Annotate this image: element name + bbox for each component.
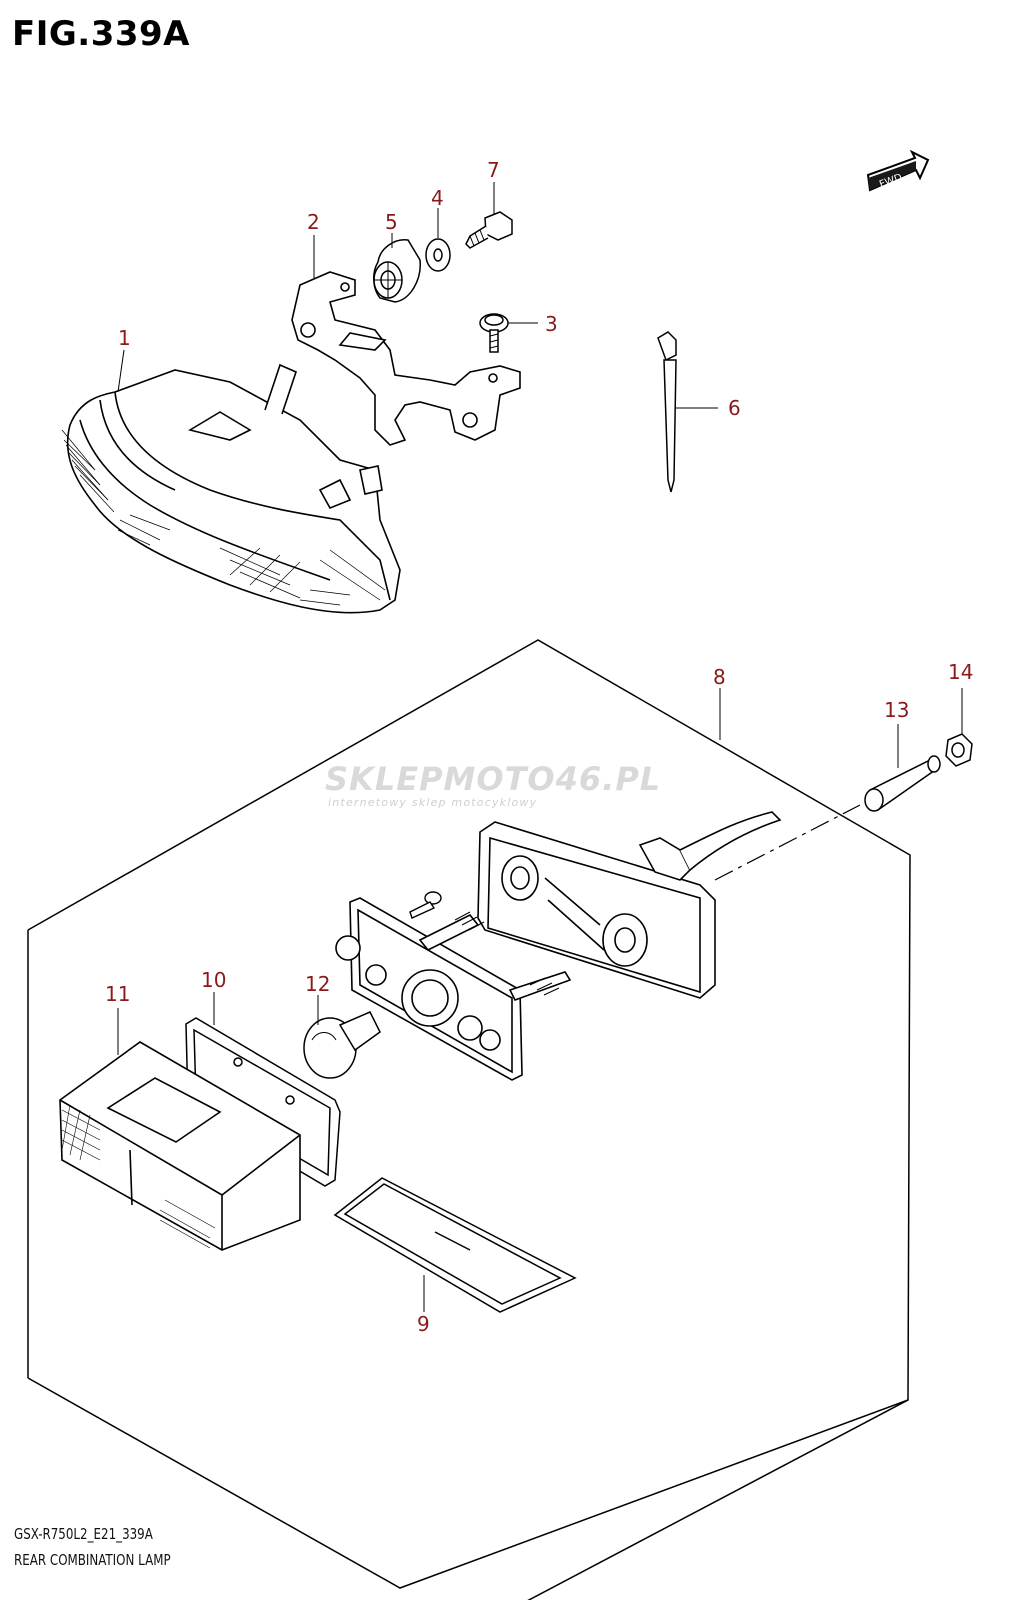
mount-axis: [714, 804, 861, 881]
callout-2[interactable]: 2: [307, 210, 320, 234]
model-code: GSX-R750L2_E21_339A: [14, 1525, 153, 1543]
lens-11: [59, 1041, 301, 1251]
callout-7[interactable]: 7: [487, 158, 500, 182]
watermark-brand: SKLEPMOTO46.PL: [325, 760, 662, 798]
plate-9: [333, 1177, 577, 1313]
figure-name: REAR COMBINATION LAMP: [14, 1551, 171, 1569]
callout-10[interactable]: 10: [201, 968, 227, 992]
callout-5[interactable]: 5: [385, 210, 398, 234]
grommet-5: [373, 239, 421, 303]
small-screw: [409, 891, 442, 919]
callout-12[interactable]: 12: [305, 972, 331, 996]
bolt-7: [465, 211, 513, 249]
callout-11[interactable]: 11: [105, 982, 131, 1006]
nut-14: [945, 733, 973, 767]
callout-13[interactable]: 13: [884, 698, 910, 722]
callout-4[interactable]: 4: [431, 186, 444, 210]
watermark-tagline: internetowy sklep motocyklowy: [328, 796, 538, 809]
lamp-bracket: [291, 271, 521, 446]
spacer-13: [864, 755, 941, 812]
assembly-outline: [27, 639, 911, 1600]
callout-14[interactable]: 14: [948, 660, 974, 684]
callout-1[interactable]: 1: [118, 326, 131, 350]
callout-8[interactable]: 8: [713, 665, 726, 689]
leader-1: [117, 349, 125, 393]
callout-6[interactable]: 6: [728, 396, 741, 420]
lamp-base-plate: [335, 897, 572, 1081]
cable-tie-6: [657, 331, 677, 493]
license-lamp-housing: [477, 811, 782, 999]
tail-lamp-housing: [61, 363, 401, 614]
figure-title: FIG.339A: [12, 14, 190, 54]
washer-4: [425, 238, 451, 272]
screw-3: [479, 313, 509, 353]
callout-9[interactable]: 9: [417, 1312, 430, 1336]
fwd-arrow-icon: FWD: [866, 149, 930, 192]
bulb-12: [303, 1011, 381, 1079]
callout-3[interactable]: 3: [545, 312, 558, 336]
